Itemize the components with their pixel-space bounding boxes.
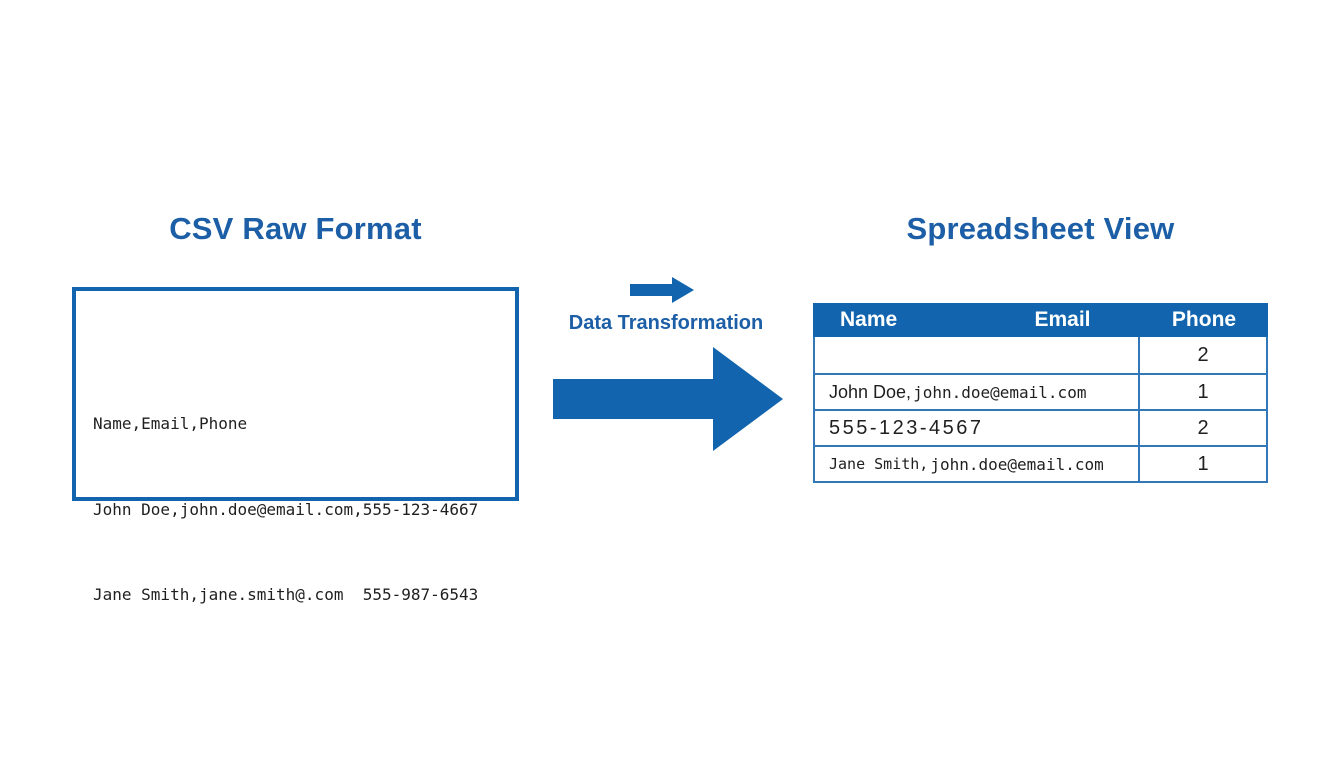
cell-name-empty [815,337,1138,373]
small-right-arrow-icon [630,277,694,303]
cell-name-email: john.doe@email.com [930,454,1104,474]
cell-name-jane: Jane Smith, john.doe@email.com [815,447,1138,481]
data-transformation-label: Data Transformation [568,312,764,334]
csv-raw-box: Name,Email,Phone John Doe,john.doe@email… [72,287,519,604]
table-row: 2 [815,337,1266,373]
large-right-arrow-icon [553,347,783,451]
cell-name-number: 555-123-4567 [815,411,1138,445]
header-cell-phone: Phone [1171,308,1237,331]
csv-line-jane: Jane Smith,jane.smith@.com 555-987-6543 [93,585,479,604]
table-body: 2 John Doe, john.doe@email.com 1 555-123… [813,337,1268,483]
table-row: 555-123-4567 2 [815,409,1266,445]
cell-name-email: john.doe@email.com [913,382,1087,402]
cell-phone-count: 2 [1138,337,1266,373]
spreadsheet-view-title: Spreadsheet View [906,211,1175,246]
csv-line-john: John Doe,john.doe@email.com,555-123-4667 [93,499,479,519]
cell-name-text: 555-123-4567 [829,416,984,439]
table-row: John Doe, john.doe@email.com 1 [815,373,1266,409]
cell-name-john: John Doe, john.doe@email.com [815,375,1138,409]
cell-name-prefix: John Doe, [829,381,912,402]
header-cell-email: Email [1034,308,1091,331]
csv-raw-format-title: CSV Raw Format [169,211,422,246]
csv-text-block: Name,Email,Phone John Doe,john.doe@email… [93,353,478,667]
cell-name-prefix: Jane Smith, [829,455,929,473]
table-header-row: Name Email Phone [813,303,1268,337]
cell-phone-count: 1 [1138,447,1266,481]
header-cell-name: Name [840,308,898,331]
cell-phone-count: 2 [1138,411,1266,445]
cell-phone-count: 1 [1138,375,1266,409]
table-row: Jane Smith, john.doe@email.com 1 [815,445,1266,481]
csv-line-header: Name,Email,Phone [93,414,248,433]
spreadsheet-table: Name Email Phone 2 John Doe, john.doe@em… [813,303,1268,483]
